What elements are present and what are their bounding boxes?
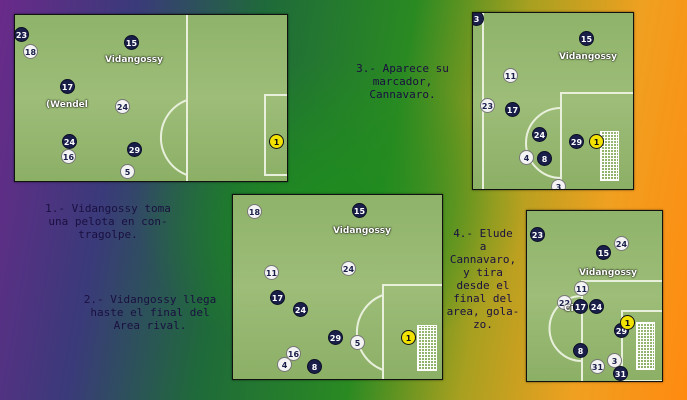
caption-step-3: 3.- Aparece su marcador, Cannavaro.: [356, 62, 449, 101]
player-marker: 8: [573, 343, 588, 358]
player-marker: 15: [579, 31, 594, 46]
player-marker: 15: [596, 245, 611, 260]
goal-net: [636, 322, 655, 370]
goalkeeper-marker: 1: [620, 315, 635, 330]
pitch-lines: [356, 284, 442, 379]
player-marker: 16: [286, 346, 301, 361]
player-marker: 16: [61, 149, 76, 164]
player-marker: 15: [352, 203, 367, 218]
player-marker: 24: [115, 99, 130, 114]
player-marker: 3: [551, 179, 566, 189]
player-marker: 17: [60, 79, 75, 94]
player-name-label: (Wendel: [46, 100, 88, 110]
player-marker: 4: [519, 150, 534, 165]
player-marker: 5: [350, 335, 365, 350]
player-marker: 24: [62, 134, 77, 149]
player-marker: 3: [473, 13, 484, 26]
player-marker: 4: [277, 357, 292, 372]
player-marker: 31: [613, 366, 628, 381]
player-marker: 18: [247, 204, 262, 219]
goalkeeper-marker: 1: [401, 330, 416, 345]
player-marker: 5: [120, 164, 135, 179]
caption-step-4: 4.- Elude a Cannavaro, y tira desde el f…: [446, 227, 520, 331]
diagram-panel-2: 18 15 Vidangossy 11 24 17 24 29 5 16 4 8…: [232, 194, 443, 380]
player-name-label: Vidangossy: [559, 52, 618, 62]
goalkeeper-marker: 1: [589, 134, 604, 149]
player-marker: 24: [532, 127, 547, 142]
player-name-label: Vidangossy: [333, 226, 392, 236]
player-marker: 18: [23, 44, 38, 59]
player-name-label: Vidangossy: [579, 268, 638, 278]
caption-step-2: 2.- Vidangossy llega haste el final del …: [83, 293, 217, 332]
player-marker: 24: [589, 299, 604, 314]
goalkeeper-marker: 1: [269, 134, 284, 149]
player-marker: 29: [328, 330, 343, 345]
player-marker: 31: [590, 359, 605, 374]
player-marker: 23: [480, 98, 495, 113]
player-marker: 23: [15, 27, 29, 42]
player-marker: 11: [264, 265, 279, 280]
pitch-lines: [160, 15, 287, 181]
player-marker: 29: [127, 142, 142, 157]
player-name-label: Vidangossy: [105, 55, 164, 65]
player-marker: 24: [614, 236, 629, 251]
player-marker: 17: [270, 290, 285, 305]
player-marker: 22: [557, 295, 572, 310]
player-name-label: Ci: [564, 304, 574, 314]
player-marker: 24: [341, 261, 356, 276]
player-marker: 23: [530, 227, 545, 242]
player-marker: 29: [569, 134, 584, 149]
goal-net: [600, 131, 619, 181]
player-marker: 8: [307, 359, 322, 374]
caption-step-1: 1.- Vidangossy toma una pelota en con- t…: [45, 202, 171, 241]
player-marker: 24: [293, 302, 308, 317]
player-marker: 17: [505, 102, 520, 117]
player-marker: 15: [124, 35, 139, 50]
player-marker: 11: [574, 281, 589, 296]
diagram-panel-1: 23 18 15 Vidangossy 17 (Wendel 24 24 16 …: [14, 14, 288, 182]
diagram-panel-3: 3 15 Vidangossy 11 23 17 24 29 1 4 8 3: [472, 12, 634, 190]
diagram-panel-4: 23 15 24 Vidangossy 11 17 24 22 Ci 29 8 …: [526, 210, 663, 382]
player-marker: 11: [503, 68, 518, 83]
player-marker: 8: [537, 151, 552, 166]
goal-net: [417, 325, 437, 371]
player-marker: 17: [573, 299, 588, 314]
